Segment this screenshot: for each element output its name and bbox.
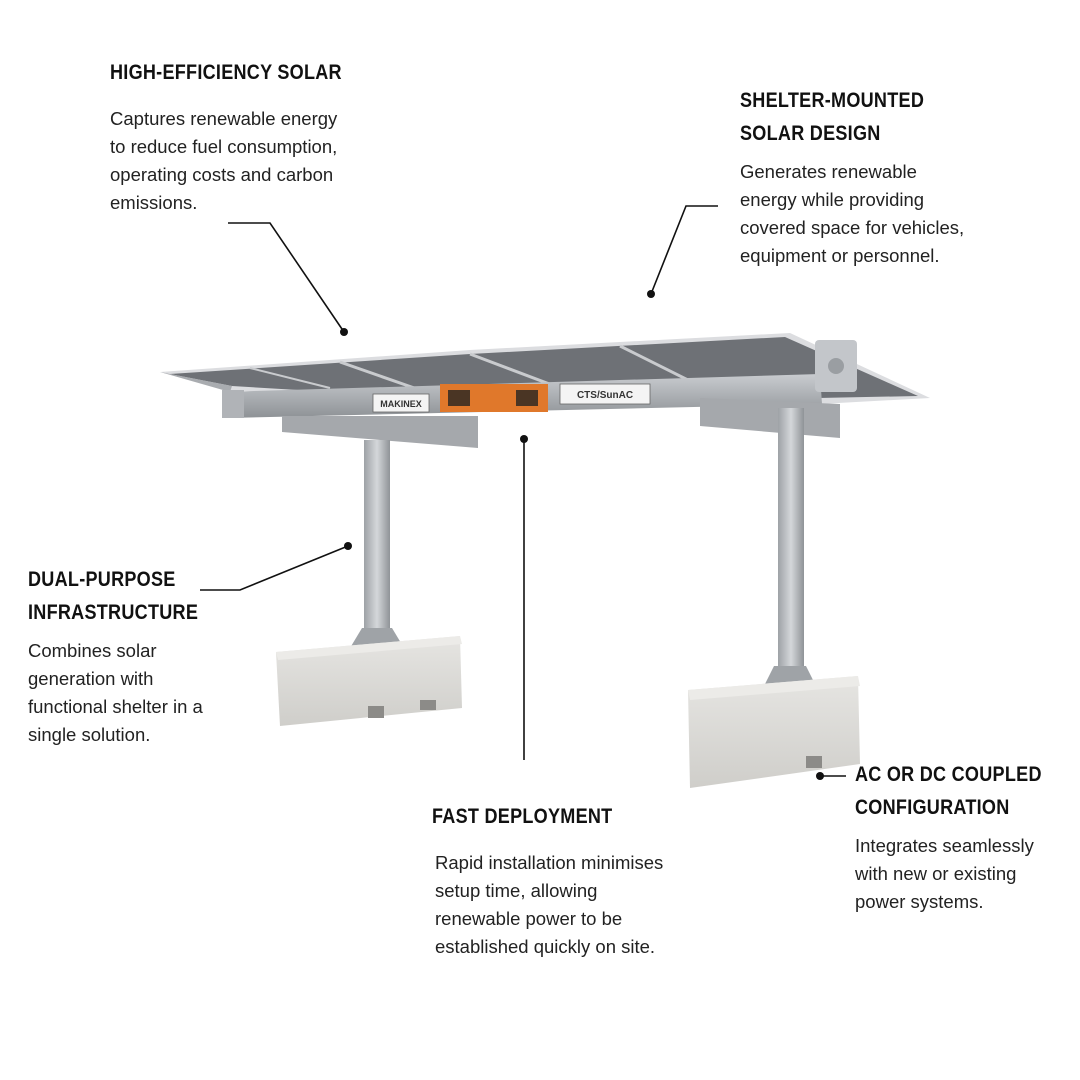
callout-fast-deployment: FAST DEPLOYMENT Rapid installation minim…: [432, 800, 732, 961]
callout-dual-purpose: DUAL-PURPOSE INFRASTRUCTURE Combines sol…: [28, 563, 248, 749]
callout-body: Rapid installation minimises setup time,…: [435, 852, 664, 957]
callout-shelter-mounted: SHELTER-MOUNTED SOLAR DESIGN Generates r…: [740, 84, 1040, 270]
ctssunac-logo: CTS/SunAC: [577, 390, 633, 401]
leader-lines: [200, 205, 846, 780]
callout-body: Integrates seamlessly with new or existi…: [855, 835, 1034, 912]
callout-heading-line2: CONFIGURATION: [855, 796, 1010, 819]
callout-heading-line2: INFRASTRUCTURE: [28, 601, 199, 624]
callout-body: Captures renewable energy to reduce fuel…: [110, 108, 338, 213]
callout-heading-line1: AC OR DC COUPLED: [855, 763, 1042, 786]
callout-body: Generates renewable energy while providi…: [740, 161, 965, 266]
callout-body: Combines solar generation with functiona…: [28, 640, 203, 745]
callout-heading-line2: SOLAR DESIGN: [740, 122, 881, 145]
callout-heading-line1: DUAL-PURPOSE: [28, 568, 176, 591]
callout-heading-line1: SHELTER-MOUNTED: [740, 89, 925, 112]
callout-high-efficiency-solar: HIGH-EFFICIENCY SOLAR Captures renewable…: [110, 56, 390, 217]
makinex-logo: MAKINEX: [380, 399, 422, 409]
concrete-ballast-blocks: [276, 636, 860, 788]
callout-heading: FAST DEPLOYMENT: [432, 805, 613, 828]
frame-beam: MAKINEX CTS/SunAC: [222, 340, 857, 448]
callout-ac-dc-coupled: AC OR DC COUPLED CONFIGURATION Integrate…: [855, 758, 1070, 916]
callout-heading: HIGH-EFFICIENCY SOLAR: [110, 61, 342, 84]
